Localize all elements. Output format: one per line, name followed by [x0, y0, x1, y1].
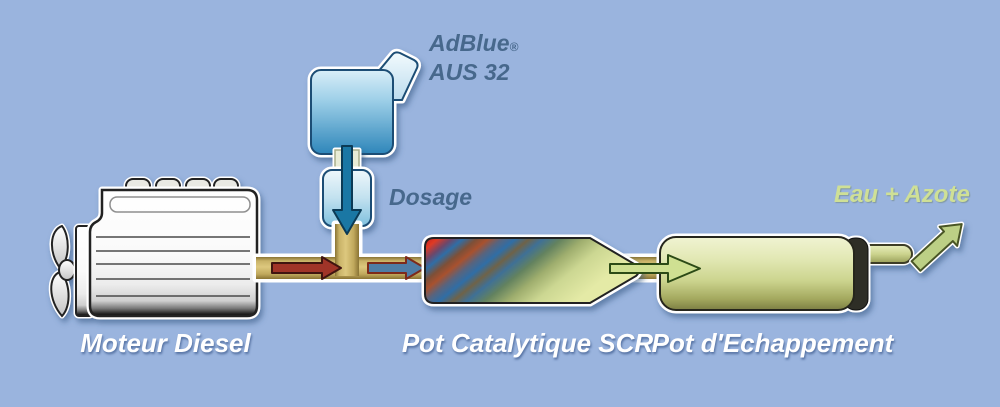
outlet-arrow-graphic [912, 224, 962, 271]
exhaust-label: Pot d'Echappement [651, 328, 894, 358]
valve-cover-line [109, 196, 251, 213]
registered-mark: ® [509, 40, 519, 54]
muffler-graphic [660, 237, 912, 310]
scr-catalyst-graphic [425, 238, 639, 303]
adblue-tank-graphic [311, 52, 418, 154]
adblue-label: AdBlue® AUS 32 [429, 31, 518, 85]
engine-ribs [96, 236, 250, 297]
adblue-name: AdBlue [429, 30, 510, 56]
output-label: Eau + Azote [834, 181, 970, 208]
catalyst-label: Pot Catalytique SCR [401, 328, 654, 358]
engine-label: Moteur Diesel [80, 328, 251, 358]
diesel-engine-graphic [51, 179, 257, 316]
fan-hub [58, 259, 76, 281]
dosing-label: Dosage [389, 184, 473, 210]
adblue-grade: AUS 32 [429, 59, 510, 85]
